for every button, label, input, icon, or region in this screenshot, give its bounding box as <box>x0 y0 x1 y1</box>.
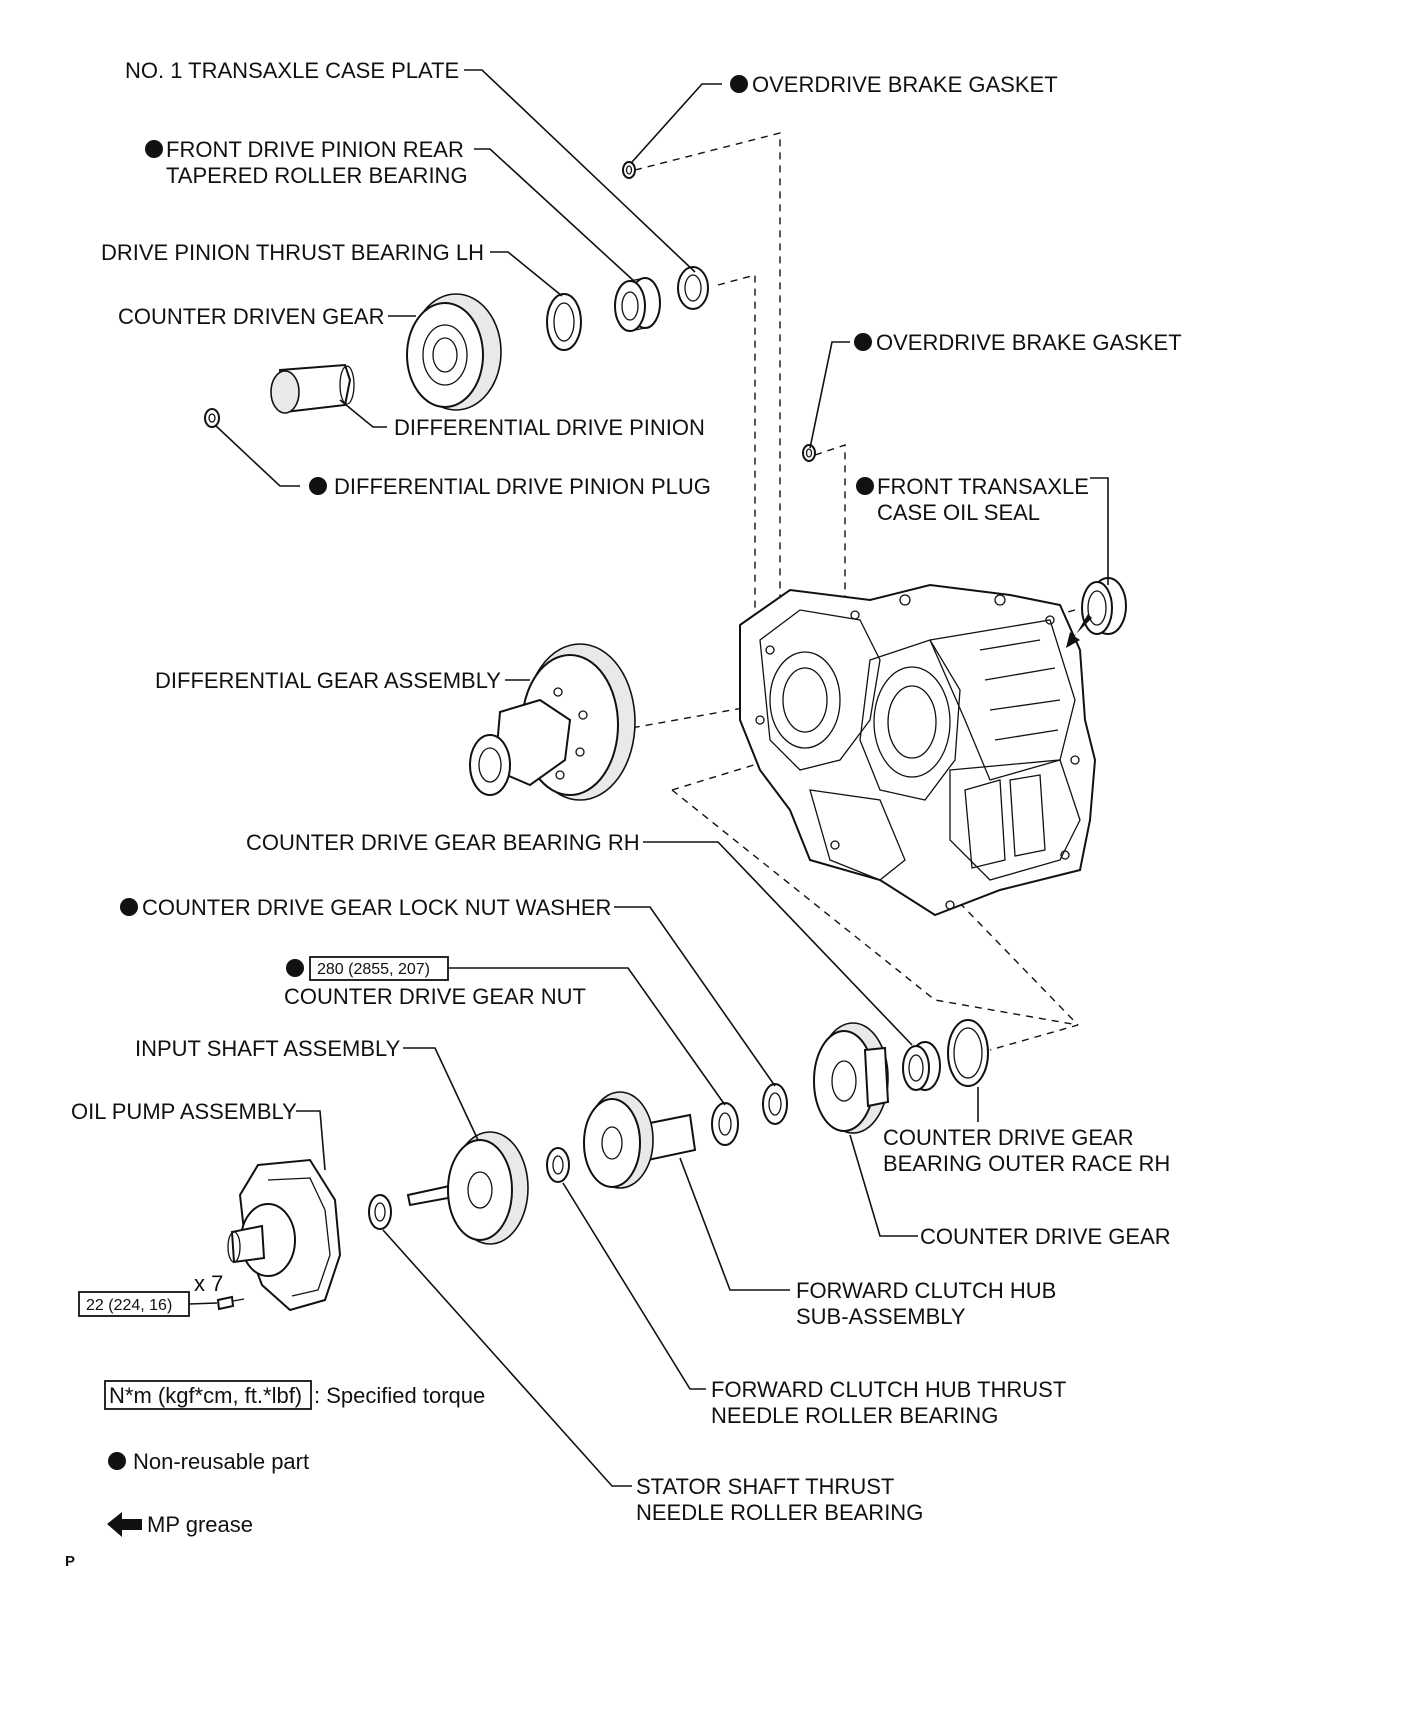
label-stator-thrust-2: NEEDLE ROLLER BEARING <box>636 1500 923 1525</box>
tapered-roller-bearing-part <box>614 277 661 332</box>
label-cdg-nut: COUNTER DRIVE GEAR NUT <box>284 984 586 1009</box>
input-shaft-assembly-part <box>406 1131 529 1245</box>
legend-torque-text: : Specified torque <box>314 1383 485 1408</box>
lock-nut-washer-part <box>762 1083 788 1125</box>
filled-circle-icon <box>854 333 872 351</box>
label-outer-race-1: COUNTER DRIVE GEAR <box>883 1125 1134 1150</box>
transaxle-case <box>739 583 1097 917</box>
label-od-gasket-mid: OVERDRIVE BRAKE GASKET <box>876 330 1182 355</box>
figure-code: P <box>65 1553 75 1570</box>
filled-circle-icon <box>856 477 874 495</box>
case-plate-part <box>677 266 709 310</box>
grease-arrow-icon-on-seal <box>1066 614 1092 648</box>
differential-gear-assembly-part <box>469 643 636 801</box>
part-labels: NO. 1 TRANSAXLE CASE PLATE OVERDRIVE BRA… <box>71 58 1182 1525</box>
label-thrust-bearing-lh: DRIVE PINION THRUST BEARING LH <box>101 240 484 265</box>
label-fwd-clutch-hub-1: FORWARD CLUTCH HUB <box>796 1278 1056 1303</box>
oil-seal-part <box>1081 577 1127 635</box>
label-fd-pinion-bearing-1: FRONT DRIVE PINION REAR <box>166 137 464 162</box>
counter-driven-gear-part <box>406 293 502 411</box>
forward-thrust-bearing-part <box>546 1147 570 1183</box>
torque-spec-cdg-nut: 280 (2855, 207) <box>309 956 449 981</box>
label-fd-pinion-bearing-2: TAPERED ROLLER BEARING <box>166 163 468 188</box>
label-diff-gear-assembly: DIFFERENTIAL GEAR ASSEMBLY <box>155 668 501 693</box>
label-counter-driven-gear: COUNTER DRIVEN GEAR <box>118 304 384 329</box>
differential-drive-pinion-part <box>270 363 355 414</box>
label-fwd-thrust-2: NEEDLE ROLLER BEARING <box>711 1403 998 1428</box>
label-oil-seal-2: CASE OIL SEAL <box>877 500 1040 525</box>
diff-pinion-plug-part <box>204 408 220 428</box>
legend-torque-unit: N*m (kgf*cm, ft.*lbf) <box>109 1383 302 1408</box>
non-reusable-markers <box>108 75 874 1470</box>
legend: N*m (kgf*cm, ft.*lbf) : Specified torque… <box>104 1380 485 1537</box>
label-case-plate: NO. 1 TRANSAXLE CASE PLATE <box>125 58 459 83</box>
legend-torque-box <box>104 1380 312 1410</box>
torque-spec-oil-pump-bolt: 22 (224, 16) <box>78 1291 190 1317</box>
legend-non-reusable: Non-reusable part <box>133 1449 309 1474</box>
outer-race-part <box>947 1019 989 1087</box>
label-oil-seal-1: FRONT TRANSAXLE <box>877 474 1089 499</box>
overdrive-brake-gasket-top-part <box>622 161 636 179</box>
label-diff-pinion-plug: DIFFERENTIAL DRIVE PINION PLUG <box>334 474 711 499</box>
label-fwd-clutch-hub-2: SUB-ASSEMBLY <box>796 1304 966 1329</box>
label-outer-race-2: BEARING OUTER RACE RH <box>883 1151 1170 1176</box>
overdrive-brake-gasket-mid-part <box>802 444 816 462</box>
torque-value-cdg-nut: 280 (2855, 207) <box>317 961 430 978</box>
thrust-bearing-lh-part <box>546 293 582 351</box>
label-fwd-thrust-1: FORWARD CLUTCH HUB THRUST <box>711 1377 1066 1402</box>
filled-circle-icon <box>145 140 163 158</box>
label-lock-nut-washer: COUNTER DRIVE GEAR LOCK NUT WASHER <box>142 895 611 920</box>
counter-drive-gear-nut-part <box>711 1102 739 1146</box>
oil-pump-assembly-part <box>227 1158 342 1312</box>
exploded-parts-diagram: NO. 1 TRANSAXLE CASE PLATE OVERDRIVE BRA… <box>65 58 1182 1570</box>
counter-drive-gear-part <box>813 1022 890 1134</box>
label-input-shaft: INPUT SHAFT ASSEMBLY <box>135 1036 401 1061</box>
label-bolt-count: x 7 <box>194 1271 223 1296</box>
forward-clutch-hub-part <box>583 1091 697 1189</box>
label-diff-drive-pinion: DIFFERENTIAL DRIVE PINION <box>394 415 705 440</box>
stator-thrust-bearing-part <box>368 1194 392 1230</box>
label-cdg-bearing-rh: COUNTER DRIVE GEAR BEARING RH <box>246 830 640 855</box>
bearing-rh-part <box>902 1041 941 1091</box>
label-stator-thrust-1: STATOR SHAFT THRUST <box>636 1474 894 1499</box>
legend-grease: MP grease <box>147 1512 253 1537</box>
filled-circle-icon <box>108 1452 126 1470</box>
label-oil-pump: OIL PUMP ASSEMBLY <box>71 1099 297 1124</box>
left-arrow-icon <box>107 1512 142 1537</box>
bolt-part <box>216 1295 245 1311</box>
label-counter-drive-gear: COUNTER DRIVE GEAR <box>920 1224 1171 1249</box>
torque-value-oil-pump-bolt: 22 (224, 16) <box>86 1297 172 1314</box>
filled-circle-icon <box>309 477 327 495</box>
leader-lines <box>188 69 1109 1487</box>
filled-circle-icon <box>286 959 304 977</box>
filled-circle-icon <box>120 898 138 916</box>
label-od-gasket-top: OVERDRIVE BRAKE GASKET <box>752 72 1058 97</box>
filled-circle-icon <box>730 75 748 93</box>
